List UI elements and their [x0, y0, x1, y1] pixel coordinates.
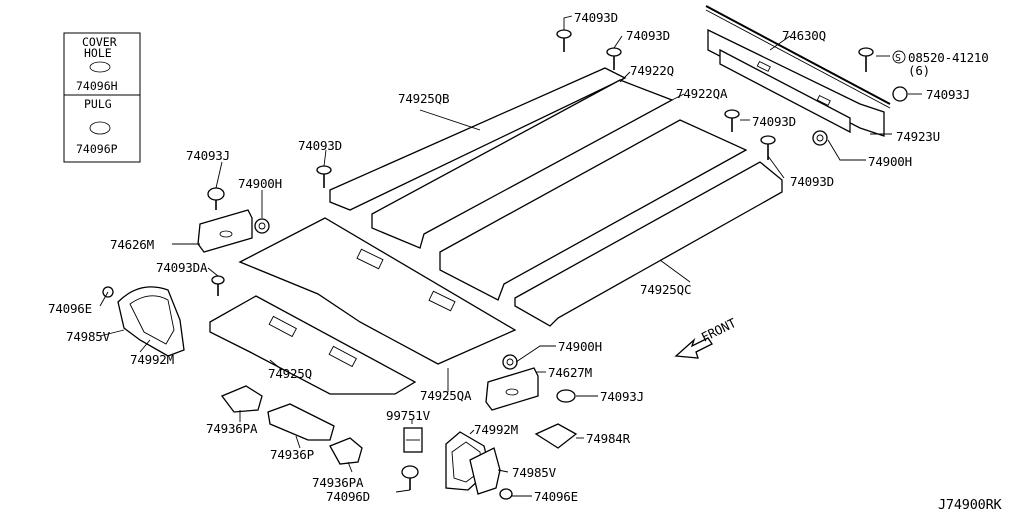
label-74922qa: 74922QA: [676, 86, 728, 101]
seal-pieces: [220, 385, 578, 465]
legend-box: COVER HOLE 74096H PULG 74096P: [63, 32, 141, 163]
label-74900h-left: 74900H: [238, 176, 282, 191]
label-74093d-2: 74093D: [626, 28, 670, 43]
label-99751v: 99751V: [386, 408, 431, 423]
bolt-74093d-5: [316, 165, 332, 188]
label-74626m: 74626M: [110, 237, 154, 252]
front-arrow: FRONT: [674, 315, 739, 359]
label-08520: 08520-41210: [908, 50, 989, 65]
legend-plug-part: 74096P: [76, 142, 118, 156]
clip-74900h-mid: [502, 354, 518, 370]
duct-74992m-left: [117, 286, 185, 357]
floor-panel-74925qc: [514, 161, 783, 327]
legend-cover-part: 74096H: [76, 79, 118, 93]
diagram-id: J74900RK: [938, 497, 1002, 512]
floor-panel-74925q: [209, 295, 417, 395]
plug-icon: [89, 121, 111, 135]
label-74630q: 74630Q: [782, 28, 826, 43]
label-74093d-4: 74093D: [790, 174, 834, 189]
s-symbol: S: [895, 53, 901, 64]
bolt-74093d-top: [556, 29, 572, 52]
bracket-74627m: [485, 367, 539, 411]
label-74992m-left: 74992M: [130, 352, 174, 367]
cover-hole-icon: [89, 61, 111, 73]
label-74936p: 74936P: [270, 447, 314, 462]
label-74093j-mid: 74093J: [600, 389, 644, 404]
legend-cover-label-1: COVER: [82, 35, 117, 49]
clip-99751v: [403, 427, 423, 453]
label-74984r: 74984R: [586, 431, 631, 446]
bolt-74093d-2: [606, 47, 622, 70]
label-74922q: 74922Q: [630, 63, 674, 78]
bolt-74093d-4: [760, 135, 776, 160]
front-label: FRONT: [699, 315, 739, 345]
label-74925q: 74925Q: [268, 366, 312, 381]
label-74900h-mid: 74900H: [558, 339, 602, 354]
label-74093da: 74093DA: [156, 260, 208, 275]
floor-panel-74922q: [371, 79, 674, 249]
fasteners: [102, 29, 908, 500]
label-74985v-left: 74985V: [66, 329, 111, 344]
label-74923u: 74923U: [896, 129, 940, 144]
leader-lines: [99, 15, 922, 497]
clip-74096e-right: [499, 488, 513, 500]
rear-finisher-bar: [705, 5, 891, 137]
label-74925qa: 74925QA: [420, 388, 472, 403]
label-74093d-3: 74093D: [752, 114, 796, 129]
floor-panel-74925qa: [238, 217, 517, 365]
bolt-74096d: [401, 465, 419, 490]
label-74093d-top: 74093D: [574, 10, 618, 25]
label-74936pa-1: 74936PA: [206, 421, 258, 436]
bracket-74626m: [197, 209, 253, 253]
bolt-08520: [858, 47, 874, 72]
callout-labels: 74093D 74093D 74630Q 08520-41210 (6) 749…: [48, 10, 1003, 512]
floor-panel-74925qb: [329, 67, 627, 211]
clip-74900h-left: [254, 218, 270, 234]
label-74093d-5: 74093D: [298, 138, 342, 153]
nut-74093j-left: [207, 187, 225, 210]
label-74093j-left: 74093J: [186, 148, 230, 163]
s-symbol-circle: [892, 50, 906, 64]
legend-plug-label: PULG: [84, 97, 112, 111]
nut-74093j-right: [892, 86, 908, 102]
label-74627m: 74627M: [548, 365, 592, 380]
label-74925qc: 74925QC: [640, 282, 691, 297]
bolt-74093d-3: [724, 109, 740, 132]
legend-cover-label-2: HOLE: [84, 46, 112, 60]
label-74936pa-2: 74936PA: [312, 475, 364, 490]
label-74093j-right: 74093J: [926, 87, 970, 102]
label-08520-qty: (6): [908, 63, 930, 78]
floor-panel-74922qa: [439, 119, 748, 301]
label-74096e-left: 74096E: [48, 301, 92, 316]
label-74096d: 74096D: [326, 489, 370, 504]
label-74992m-right: 74992M: [474, 422, 518, 437]
label-74985v-right: 74985V: [512, 465, 557, 480]
clip-74900h-right: [812, 130, 828, 146]
duct-74992m-right: [445, 431, 501, 495]
bolt-74093da: [211, 275, 225, 296]
label-74096e-right: 74096E: [534, 489, 578, 504]
label-74900h-right: 74900H: [868, 154, 912, 169]
label-74925qb: 74925QB: [398, 91, 449, 106]
nut-74093j-mid: [556, 389, 576, 403]
